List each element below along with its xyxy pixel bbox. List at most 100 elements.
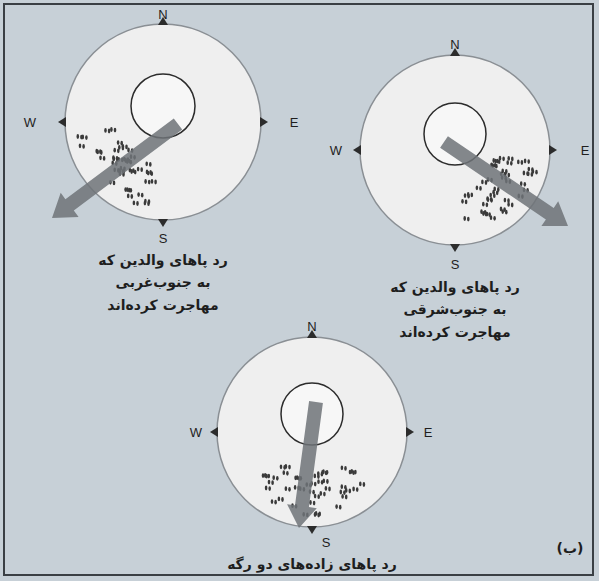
east-marker: [260, 117, 268, 127]
footprint: [340, 490, 346, 495]
footprint: [527, 171, 533, 176]
footprint: [359, 482, 365, 487]
footprint: [96, 150, 102, 155]
footprint: [494, 159, 500, 164]
footprint: [283, 470, 289, 475]
west-marker: [210, 427, 218, 437]
footprint: [352, 487, 358, 492]
footprint: [314, 512, 320, 517]
footprint: [507, 156, 513, 161]
south-marker: [450, 244, 460, 252]
footprint: [113, 148, 119, 153]
footprint: [487, 197, 493, 202]
footprint: [285, 486, 291, 491]
footprint: [271, 499, 277, 504]
compass-letter: W: [24, 115, 36, 130]
footprint: [486, 196, 492, 201]
footprint: [265, 486, 271, 491]
footprint: [133, 201, 139, 206]
footprint: [482, 202, 488, 207]
footprint: [144, 179, 150, 184]
footprint: [341, 465, 347, 470]
footprint: [130, 169, 136, 174]
compass-letter: S: [159, 231, 168, 246]
footprint: [490, 215, 496, 220]
footprint: [137, 167, 143, 172]
footprint: [489, 193, 495, 198]
footprint: [517, 160, 523, 165]
east-marker: [406, 427, 414, 437]
west-marker: [353, 145, 361, 155]
footprint: [481, 180, 487, 185]
footprint: [151, 179, 157, 184]
footprint: [110, 127, 116, 132]
footprint: [79, 143, 85, 148]
direction-arrow: [440, 136, 568, 226]
footprint: [268, 480, 274, 485]
footprint: [476, 185, 482, 190]
footprint: [506, 160, 512, 165]
footprint: [323, 479, 329, 484]
figure-label: (ب): [557, 540, 584, 556]
footprint: [523, 171, 529, 176]
orientation-dish: [217, 337, 407, 527]
footprint: [528, 167, 534, 172]
footprint: [112, 155, 118, 160]
footprint: [314, 494, 320, 499]
south-marker: [307, 526, 317, 534]
compass-letter: S: [322, 535, 331, 550]
footprint: [492, 158, 498, 163]
footprint: [345, 488, 351, 493]
compass-letter: E: [424, 425, 433, 440]
footprint: [144, 201, 150, 206]
footprint: [278, 497, 284, 502]
footprint: [272, 475, 278, 480]
footprint: [137, 192, 143, 197]
footprint: [335, 504, 341, 509]
footprint: [82, 135, 88, 140]
caption-text: رد پاهای زاده‌های دو رگه: [227, 553, 397, 575]
footprint: [126, 187, 132, 192]
compass-letter: E: [581, 143, 590, 158]
direction-arrow: [287, 401, 323, 528]
compass-letter: E: [290, 115, 299, 130]
west-marker: [58, 117, 66, 127]
compass-letter: W: [190, 425, 202, 440]
footprint: [320, 491, 326, 496]
footprint: [104, 128, 110, 133]
compass-letter: N: [307, 319, 316, 334]
footprint: [504, 198, 510, 203]
footprint: [262, 473, 268, 478]
footprint: [95, 149, 101, 154]
caption-text: رد پاهای والدین که به جنوب‌غربی مهاجرت ک…: [93, 249, 233, 316]
footprint: [145, 161, 151, 166]
caption-text: رد پاهای والدین که به جنوب‌شرقی مهاجرت ک…: [385, 276, 525, 343]
footprint: [524, 159, 530, 164]
footprint: [480, 209, 486, 214]
footprint: [501, 209, 507, 214]
south-marker: [158, 219, 168, 227]
footprint: [349, 470, 355, 475]
footprint: [467, 192, 473, 197]
footprint: [325, 486, 331, 491]
footprint: [309, 500, 315, 505]
east-marker: [549, 145, 557, 155]
footprint: [146, 170, 152, 175]
compass-letter: W: [330, 143, 342, 158]
footprint: [264, 473, 270, 478]
footprint: [461, 199, 467, 204]
footprint: [463, 216, 469, 221]
footprint: [317, 471, 323, 476]
footprint: [127, 194, 133, 199]
footprint: [117, 140, 123, 145]
compass-letter: S: [451, 257, 460, 272]
footprint: [285, 464, 291, 469]
footprint: [99, 155, 105, 160]
footprint: [317, 479, 323, 484]
footprint: [124, 187, 130, 192]
direction-arrow: [52, 118, 182, 218]
compass-letter: N: [450, 37, 459, 52]
compass-letter: N: [158, 7, 167, 22]
footprint: [351, 469, 357, 474]
